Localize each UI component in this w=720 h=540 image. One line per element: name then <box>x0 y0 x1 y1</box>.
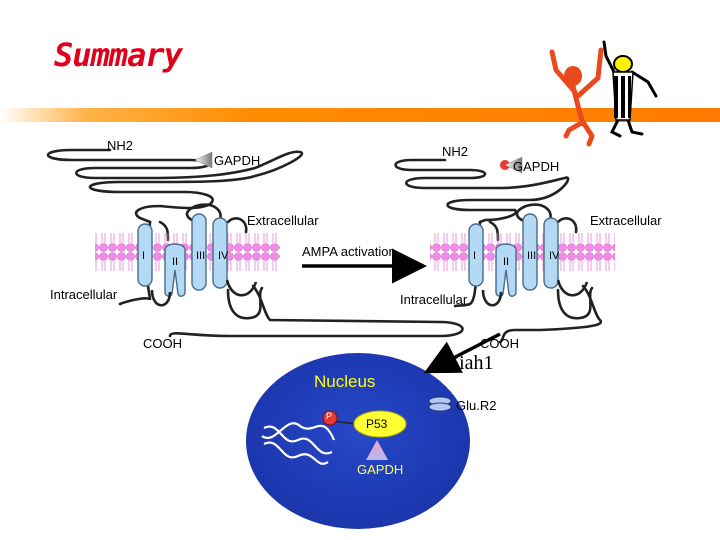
phospho-label: P <box>326 411 333 421</box>
left-nh2-label: NH2 <box>107 138 134 153</box>
left-helices <box>137 213 228 291</box>
right-gapdh-label: GAPDH <box>513 159 560 174</box>
left-intracellular-label: Intracellular <box>50 287 118 302</box>
left-cooh-label: COOH <box>143 336 182 351</box>
right-extracellular-label: Extracellular <box>590 213 662 228</box>
left-domain-i: I <box>142 250 146 262</box>
p53-ellipse <box>353 410 407 438</box>
siah1-label: Siah1 <box>448 352 494 374</box>
ampa-activation-label: AMPA activation <box>302 244 396 259</box>
dna-helix-icon <box>261 422 336 465</box>
left-domain-iv: IV <box>218 250 229 262</box>
dancing-figures-illustration <box>549 40 658 147</box>
left-domain-ii: II <box>172 256 179 268</box>
nucleus-gapdh-label: GAPDH <box>357 462 404 477</box>
right-helices <box>468 213 559 291</box>
right-nh2-label: NH2 <box>442 144 469 159</box>
right-nh2-chain <box>394 158 570 224</box>
glur2-label: Glu.R2 <box>456 398 497 413</box>
page-title: Summary <box>54 36 183 74</box>
phospho-circle <box>322 410 338 426</box>
right-intracellular-label: Intracellular <box>400 292 468 307</box>
right-domain-i: I <box>473 250 477 262</box>
right-domain-iii: III <box>527 250 537 262</box>
right-cooh-label: COOH <box>480 336 519 351</box>
right-domain-iv: IV <box>549 250 560 262</box>
left-pore-loop <box>164 243 186 297</box>
nucleus-label: Nucleus <box>314 372 376 391</box>
right-pore-loop <box>495 243 517 297</box>
right-domain-ii: II <box>503 256 510 268</box>
translocation-arrow <box>423 332 501 374</box>
left-membrane <box>95 232 280 274</box>
nucleus-gapdh-triangle <box>366 440 388 460</box>
left-gapdh-triangle <box>194 151 213 169</box>
accent-bar <box>0 108 720 122</box>
left-extracellular-label: Extracellular <box>247 213 319 228</box>
left-nh2-chain <box>46 148 304 224</box>
nucleus <box>246 353 470 529</box>
p53-label: P53 <box>366 417 388 431</box>
left-domain-iii: III <box>196 250 206 262</box>
glur2-protein <box>428 396 452 412</box>
right-gapdh-triangle <box>504 156 523 174</box>
left-gapdh-label: GAPDH <box>214 153 261 168</box>
